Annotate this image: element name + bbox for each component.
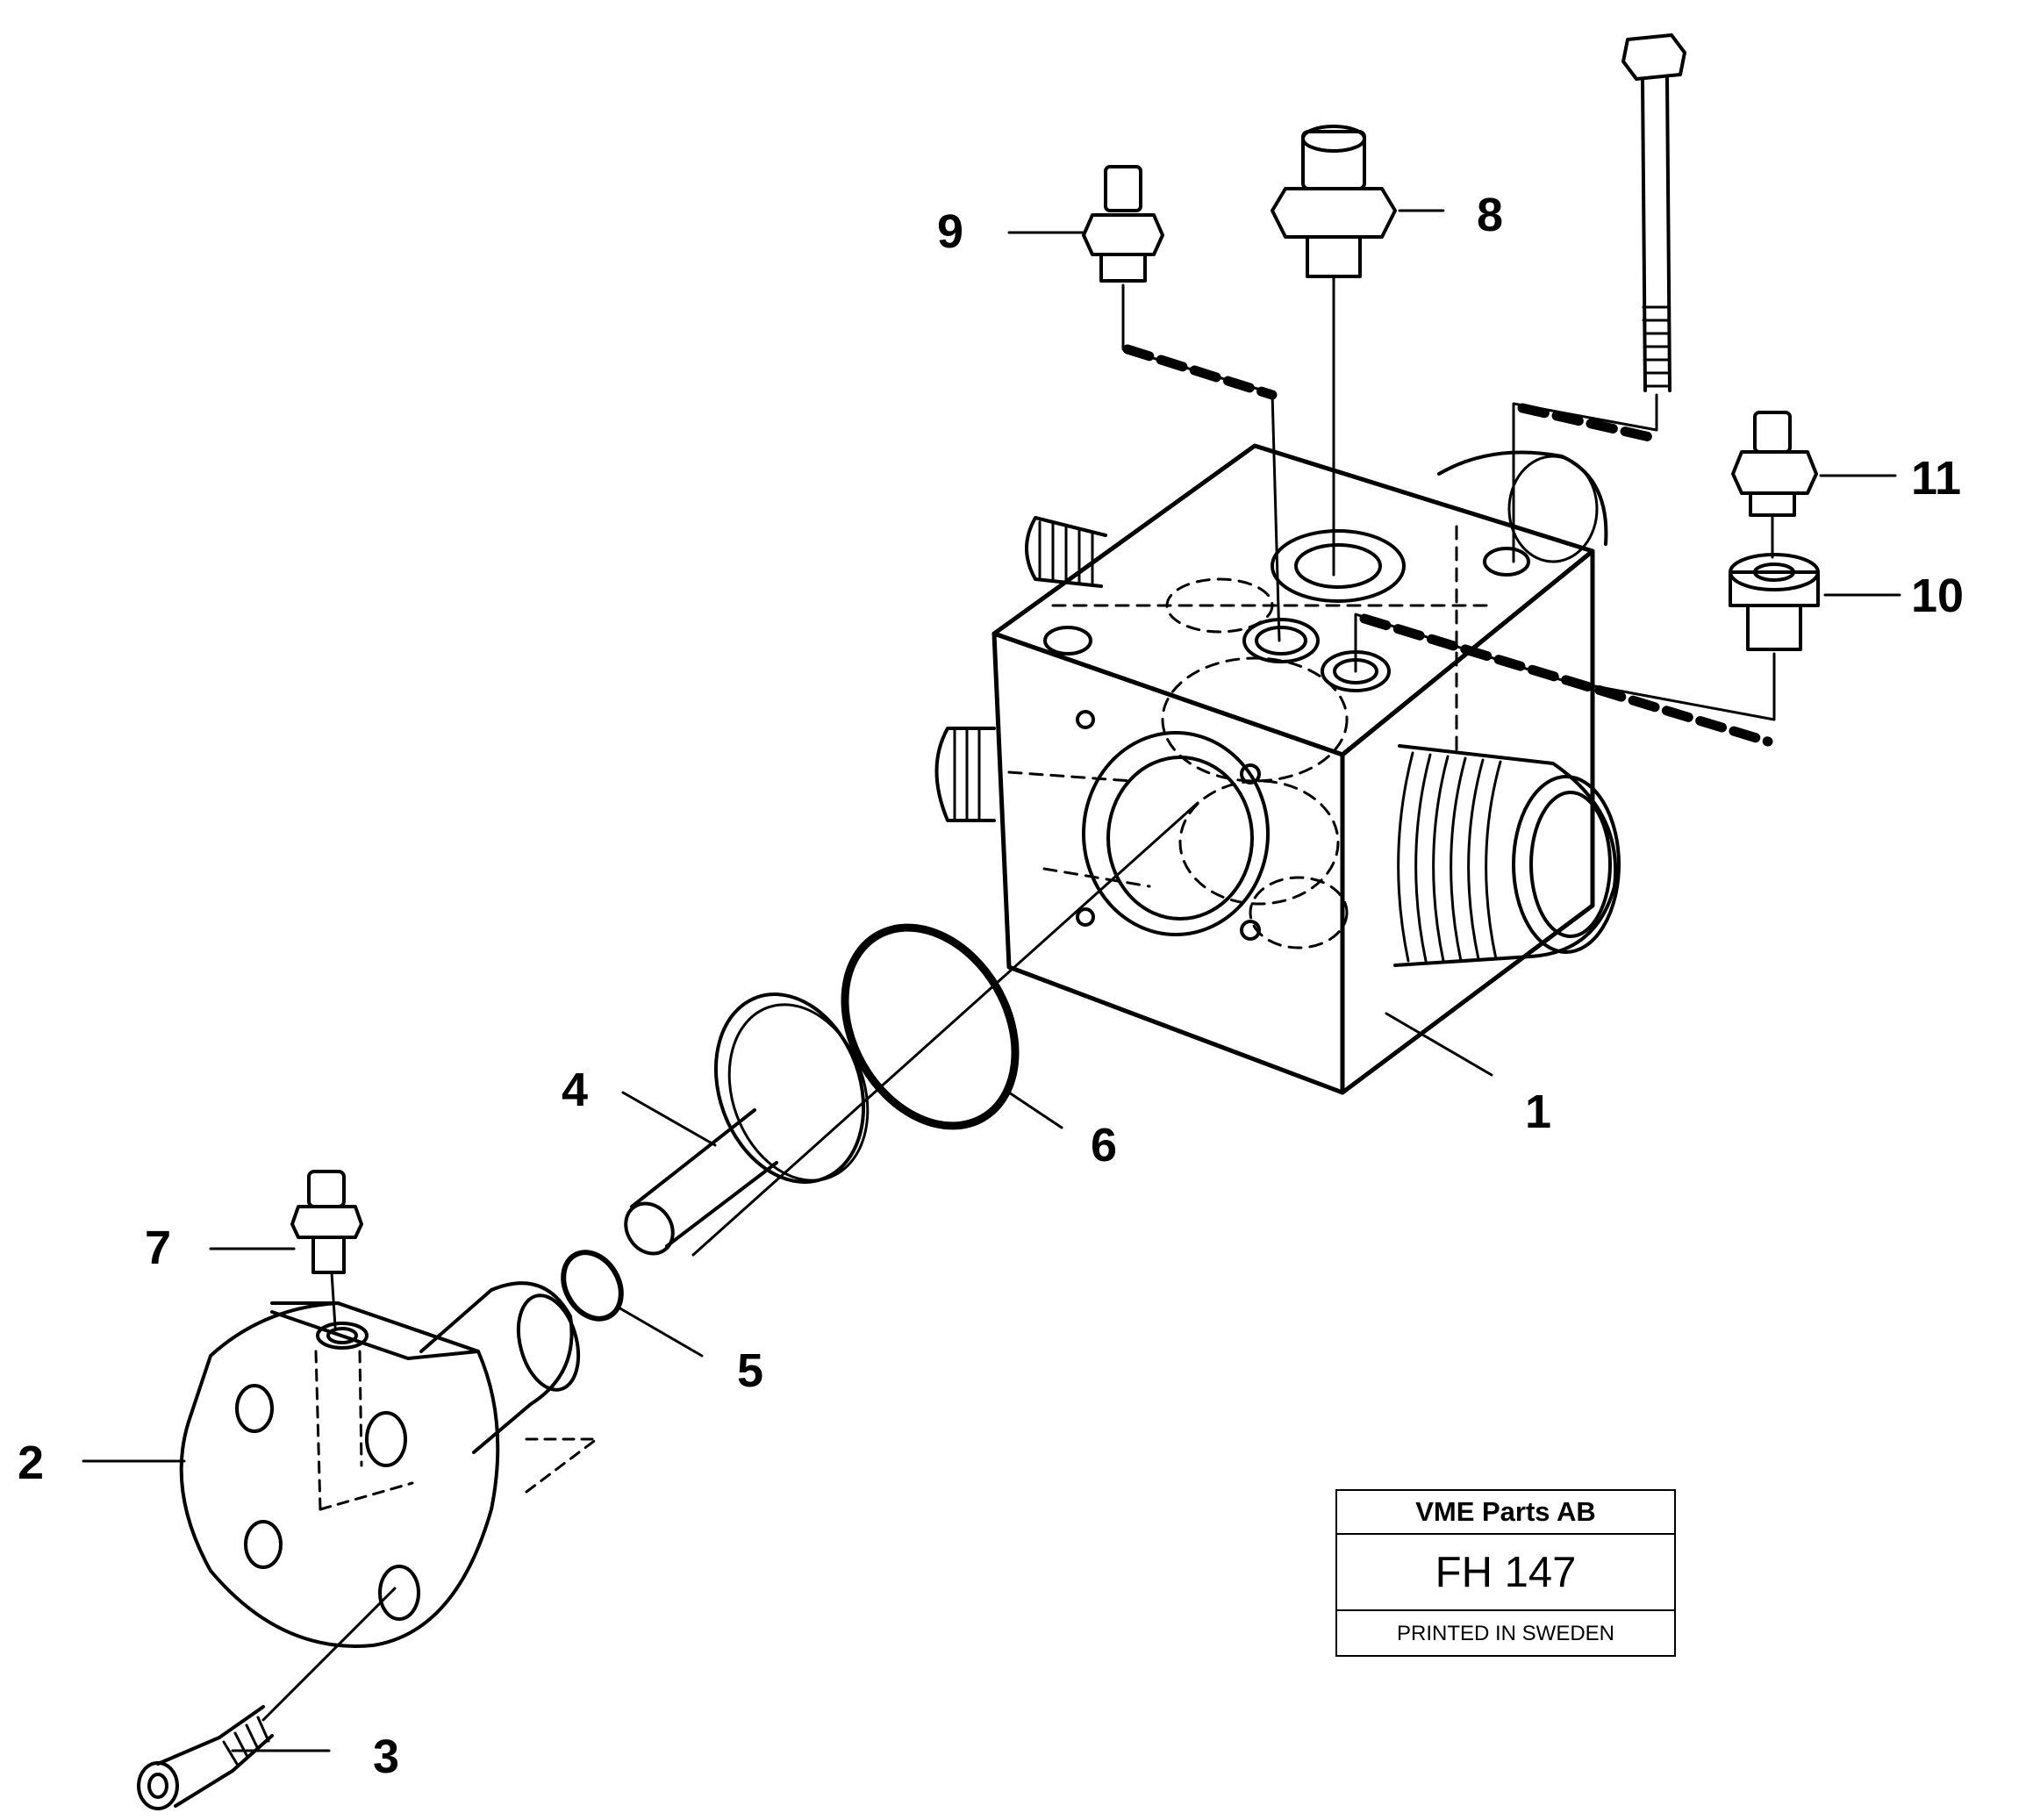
valve-housing-part-1 xyxy=(934,443,1621,1095)
printed-note: PRINTED IN SWEDEN xyxy=(1396,1622,1614,1645)
callout-10: 10 xyxy=(1911,570,1965,622)
callout-4: 4 xyxy=(562,1064,589,1116)
callout-2: 2 xyxy=(18,1437,45,1489)
callout-7: 7 xyxy=(145,1222,172,1274)
callout-1: 1 xyxy=(1525,1086,1552,1138)
small-o-ring-part-5 xyxy=(561,1250,704,1358)
title-block: VME Parts AB FH 147 PRINTED IN SWEDEN xyxy=(1335,1489,1676,1657)
screw-part-3 xyxy=(137,1587,397,1810)
long-bolt xyxy=(1512,33,1686,563)
o-ring-part-6 xyxy=(841,923,1063,1130)
large-connector-part-8 xyxy=(1271,125,1445,577)
callout-9: 9 xyxy=(937,205,964,258)
valve-piston-part-4 xyxy=(621,801,1199,1257)
callout-5: 5 xyxy=(737,1344,764,1397)
callout-11: 11 xyxy=(1911,452,1962,505)
drawing-code: FH 147 xyxy=(1337,1535,1674,1611)
callout-3: 3 xyxy=(373,1730,400,1783)
cover-flange-part-2 xyxy=(82,1281,598,1648)
adapter-part-10 xyxy=(1354,516,1901,747)
nipple-part-7 xyxy=(209,1170,363,1329)
connector-part-11 xyxy=(1731,411,1897,517)
connector-part-9 xyxy=(1007,165,1281,642)
company-name: VME Parts AB xyxy=(1337,1491,1674,1535)
callout-8: 8 xyxy=(1477,189,1504,241)
callout-6: 6 xyxy=(1091,1119,1118,1172)
